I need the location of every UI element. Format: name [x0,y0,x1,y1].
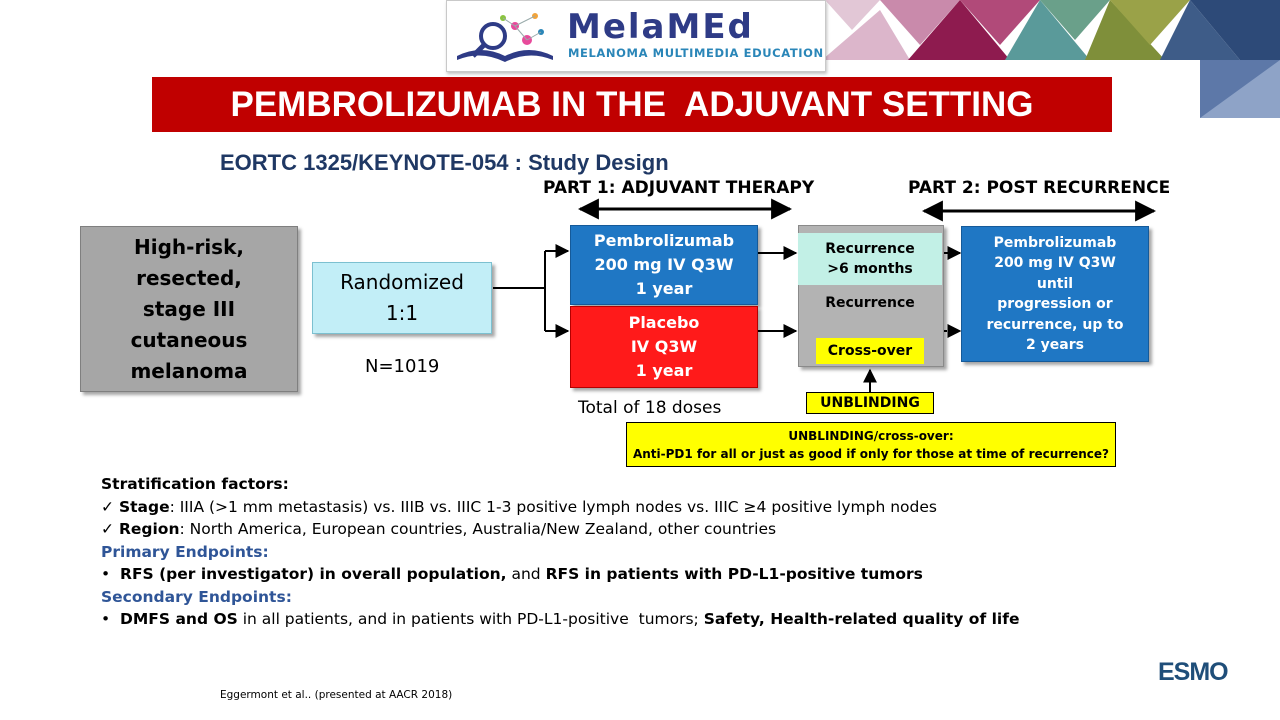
part2-line: recurrence, up to [986,316,1124,333]
check-icon: ✓ [101,520,114,538]
study-details: Stratification factors: ✓ Stage: IIIA (>… [101,473,1201,631]
slide-subtitle: EORTC 1325/KEYNOTE-054 : Study Design [220,150,669,175]
stage-label: Stage [118,497,170,516]
population-line: resected, [136,265,242,290]
esmo-logo: ESMO [1158,658,1229,686]
recurrence-label: Recurrence [825,241,915,257]
randomized-box: Randomized 1:1 [312,262,492,334]
secondary-endpoints-heading: Secondary Endpoints: [101,587,292,606]
population-line: stage III [142,296,236,321]
callout-question: Anti-PD1 for all or just as good if only… [632,446,1110,461]
unblinding-box: UNBLINDING [806,392,934,414]
recurrence-6months-box: Recurrence >6 months [798,233,942,285]
bullet-icon: • [101,610,111,628]
reference-citation: Eggermont et al.. (presented at AACR 201… [220,689,453,701]
part2-line: 2 years [1026,337,1084,353]
logo-title: MelaMEd [567,7,754,47]
arm-duration: 1 year [635,361,693,380]
secondary-dmfs-os: DMFS and OS [120,610,238,628]
part2-line: until [1036,275,1074,292]
callout-title: UNBLINDING/cross-over: [788,428,954,443]
placebo-arm-box: Placebo IV Q3W 1 year [570,306,758,388]
crossover-box: Cross-over [816,338,924,364]
arm-drug: Pembrolizumab [593,231,735,250]
randomized-ratio: 1:1 [385,301,419,325]
population-line: melanoma [130,358,248,383]
secondary-connector: in all patients, and in patients with PD… [237,610,704,628]
part1-label: PART 1: ADJUVANT THERAPY [543,178,815,198]
population-box: High-risk, resected, stage III cutaneous… [80,226,298,392]
unblinding-callout: UNBLINDING/cross-over: Anti-PD1 for all … [626,422,1116,467]
recurrence-time: >6 months [827,261,913,277]
recurrence-label: Recurrence [825,295,915,311]
part2-line: progression or [997,296,1113,312]
total-doses: Total of 18 doses [578,398,722,418]
primary-endpoints-heading: Primary Endpoints: [101,542,269,561]
bullet-icon: • [101,565,111,583]
arm-dose: IV Q3W [630,337,698,356]
title-banner: PEMBROLIZUMAB IN THE ADJUVANT SETTING [152,77,1112,132]
pembrolizumab-arm-box: Pembrolizumab 200 mg IV Q3W 1 year [570,225,758,305]
stratification-heading: Stratification factors: [101,475,289,493]
arm-dose: 200 mg IV Q3W [594,255,734,274]
part2-label: PART 2: POST RECURRENCE [908,178,1171,198]
check-icon: ✓ [101,497,114,516]
part2-line: 200 mg IV Q3W [994,255,1116,271]
secondary-endpoint-item: • DMFS and OS in all patients, and in pa… [101,608,1201,631]
logo-subtitle: MELANOMA MULTIMEDIA EDUCATION [568,46,824,60]
region-text: : North America, European countries, Aus… [179,520,777,538]
secondary-safety-qol: Safety, Health-related quality of life [703,610,1020,628]
population-line: cutaneous [130,327,248,352]
primary-rfs-overall: RFS (per investigator) in overall popula… [120,565,507,583]
post-recurrence-box: Pembrolizumab 200 mg IV Q3W until progre… [961,226,1149,362]
part2-line: Pembrolizumab [993,234,1117,251]
arm-duration: 1 year [635,279,693,298]
primary-endpoint-item: • RFS (per investigator) in overall popu… [101,563,1201,586]
melamed-logo: MelaMEd MELANOMA MULTIMEDIA EDUCATION [446,0,826,72]
region-label: Region [118,520,180,538]
primary-rfs-pdl1: RFS in patients with PD-L1-positive tumo… [545,565,923,583]
decorative-triangles [822,0,1280,118]
arm-drug: Placebo [628,313,700,332]
sample-size: N=1019 [365,356,440,377]
primary-connector: and [506,565,546,583]
stratification-region: ✓ Region: North America, European countr… [101,518,1201,541]
stage-text: : IIIA (>1 mm metastasis) vs. IIIB vs. I… [169,497,937,516]
randomized-label: Randomized [340,270,464,294]
population-line: High-risk, [134,234,244,259]
stratification-stage: ✓ Stage: IIIA (>1 mm metastasis) vs. III… [101,496,1201,519]
book-magnifier-icon [457,13,553,62]
